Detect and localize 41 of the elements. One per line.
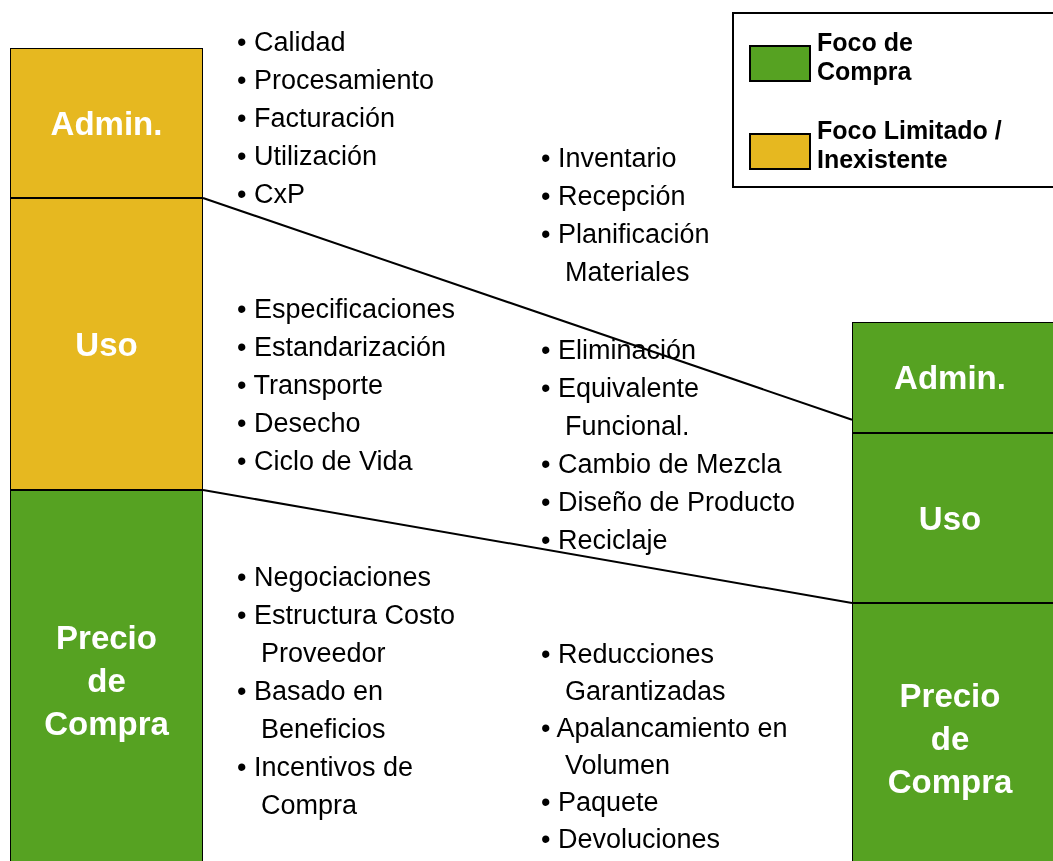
connector-line [202,489,853,604]
bullet-item: • Estandarización [237,331,448,364]
segment-label: Uso [75,324,138,365]
column-segment [10,490,203,861]
bullet-item: • Devoluciones [541,823,722,856]
connector-line [202,197,853,421]
bullet-item: • Diseño de Producto [541,486,797,519]
bullet-item: • Procesamiento [237,64,436,97]
bullet-item: • Negociaciones [237,561,433,594]
bullet-item: • Ciclo de Vida [237,445,414,478]
column-segment [852,322,1053,433]
column-segment [852,433,1053,603]
bullet-item: • Basado en Beneficios [237,675,387,746]
bullet-item: • Desecho [237,407,362,440]
legend-text: Foco de Compra [817,28,914,86]
column-segment [10,198,203,490]
bullet-item: • Facturación [237,102,397,135]
bullet-item: • Transporte [237,369,385,402]
bullet-item: • Planificación Materiales [541,218,711,289]
bullet-item: • Cambio de Mezcla [541,448,783,481]
bullet-item: • Especificaciones [237,293,457,326]
segment-label: Admin. [50,103,163,144]
bullet-item: • Apalancamiento en Volumen [541,712,789,782]
bullet-item: • Inventario [541,142,678,175]
legend-text: Foco Limitado / Inexistente [817,116,1003,174]
bullet-item: • Equivalente Funcional. [541,372,701,443]
bullet-item: • Reducciones Garantizadas [541,638,727,708]
bullet-item: • Recepción [541,180,687,213]
bullet-item: • Paquete [541,786,660,819]
segment-label: Precio de Compra [44,618,169,744]
bullet-item: • Reciclaje [541,524,669,557]
segment-label: Precio de Compra [887,675,1013,802]
bullet-item: • Utilización [237,140,378,173]
bullet-item: • Incentivos de Compra [237,751,415,822]
column-segment [10,48,203,198]
bullet-item: • Estructura Costo Proveedor [237,599,457,670]
column-segment [852,603,1053,861]
segment-label: Admin. [894,358,1006,398]
segment-label: Uso [918,498,982,539]
bullet-item: • CxP [237,178,306,211]
bullet-item: • Calidad [237,26,347,59]
